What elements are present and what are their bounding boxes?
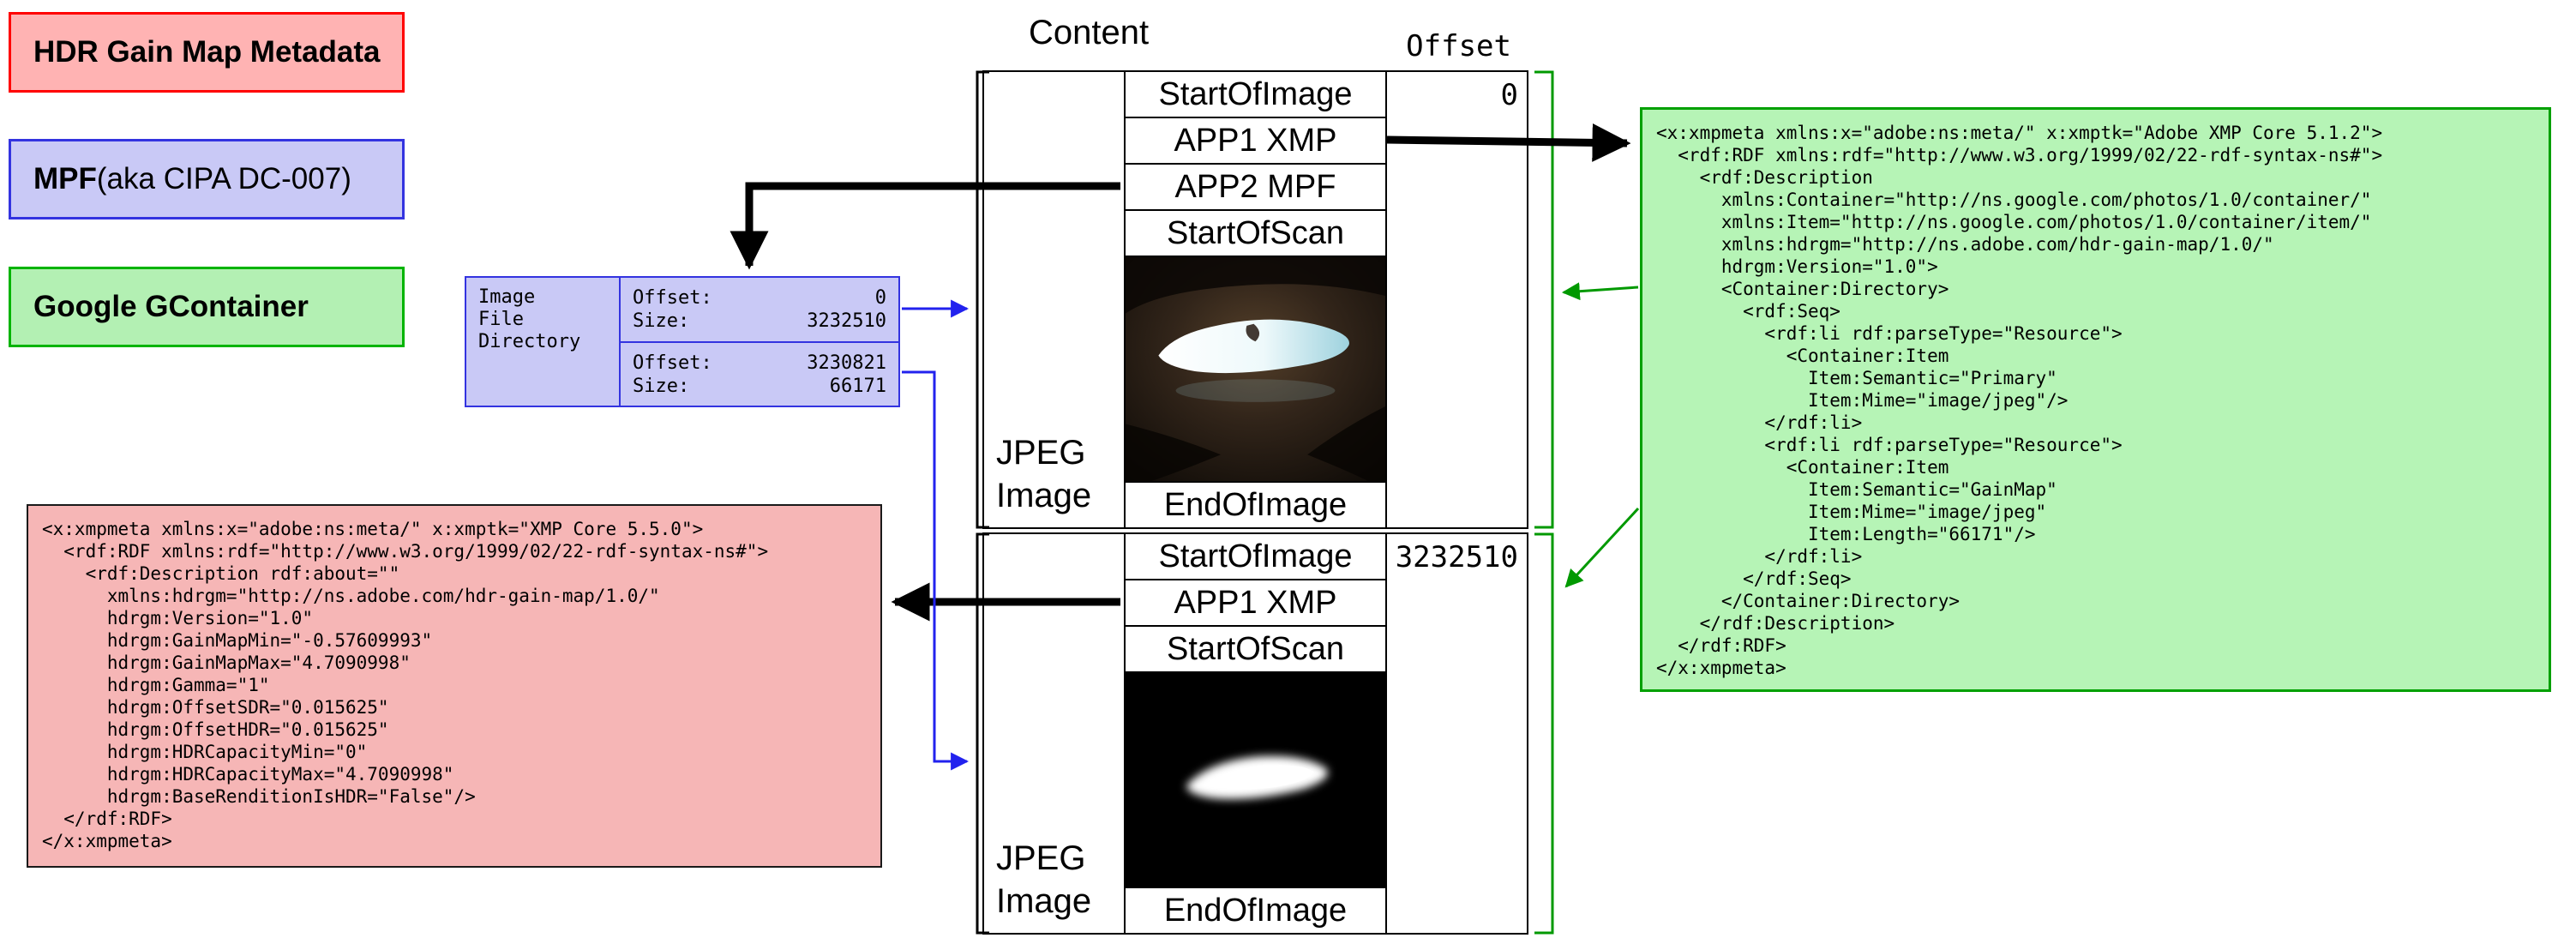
content-column-header: Content <box>1029 14 1150 51</box>
bracket-jpeg2-right <box>1534 532 1554 935</box>
ifd-offset-line: Offset: 0 <box>633 286 886 310</box>
cave-photo-image <box>1126 257 1385 481</box>
legend-label-bold: HDR Gain Map Metadata <box>33 35 381 69</box>
ifd-entries: Offset: 0 Size: 3232510 Offset: 3230821 … <box>619 278 898 406</box>
arrow-ifd-entry2-to-jpeg2 <box>902 370 970 771</box>
ifd-offset-label: Offset: <box>633 287 712 309</box>
ifd-size-value: 3232510 <box>807 310 886 332</box>
ifd-entry-primary: Offset: 0 Size: 3232510 <box>621 278 898 341</box>
jpeg1-label-column: JPEG Image <box>984 72 1124 527</box>
row-start-of-image: StartOfImage <box>1126 72 1385 118</box>
jpeg-image-label: JPEG Image <box>996 839 1092 920</box>
xmp-gcontainer-text: <x:xmpmeta xmlns:x="adobe:ns:meta/" x:xm… <box>1656 123 2383 678</box>
row-start-of-scan: StartOfScan <box>1126 211 1385 257</box>
ifd-offset-value: 3230821 <box>807 352 886 374</box>
row-app1-xmp: APP1 XMP <box>1126 580 1385 627</box>
jpeg1-offset-column: 0 <box>1387 72 1527 527</box>
ifd-label: Image File Directory <box>478 286 581 352</box>
arrow-gcontainer-gainmap-to-jpeg2 <box>1564 507 1640 588</box>
row-start-of-scan: StartOfScan <box>1126 627 1385 673</box>
bracket-jpeg1-right <box>1534 70 1554 529</box>
ifd-size-value: 66171 <box>829 375 886 397</box>
jpeg-section-gainmap: JPEG Image StartOfImage APP1 XMP StartOf… <box>982 532 1528 935</box>
ifd-size-label: Size: <box>633 310 690 332</box>
legend-label-rest: (aka CIPA DC-007) <box>96 162 351 195</box>
jpeg2-content-column: StartOfImage APP1 XMP StartOfScan EndOfI… <box>1124 534 1387 933</box>
mpf-image-file-directory: Image File Directory Offset: 0 Size: 323… <box>465 276 900 407</box>
ifd-size-line: Size: 66171 <box>633 375 886 398</box>
row-end-of-image: EndOfImage <box>1163 486 1348 523</box>
row-start-of-image: StartOfImage <box>1126 534 1385 580</box>
jpeg2-offset-column: 3232510 <box>1387 534 1527 933</box>
jpeg-section-primary: JPEG Image StartOfImage APP1 XMP APP2 MP… <box>982 70 1528 529</box>
ifd-offset-line: Offset: 3230821 <box>633 352 886 375</box>
xmp-gcontainer-box: <x:xmpmeta xmlns:x="adobe:ns:meta/" x:xm… <box>1640 107 2551 692</box>
legend-hdr-gain-map-metadata: HDR Gain Map Metadata <box>9 12 405 93</box>
ifd-size-label: Size: <box>633 375 690 397</box>
xmp-hdr-gain-map-box: <x:xmpmeta xmlns:x="adobe:ns:meta/" x:xm… <box>27 504 882 868</box>
arrow-gcontainer-primary-to-jpeg1 <box>1561 282 1639 301</box>
row-app1-xmp: APP1 XMP <box>1126 118 1385 165</box>
offset-column-header: Offset <box>1406 29 1511 63</box>
jpeg1-offset-value: 0 <box>1500 78 1518 112</box>
xmp-hdr-gain-map-text: <x:xmpmeta xmlns:x="adobe:ns:meta/" x:xm… <box>42 519 769 851</box>
ifd-offset-label: Offset: <box>633 352 712 374</box>
row-end-of-image: EndOfImage <box>1163 892 1348 929</box>
legend-mpf: MPF (aka CIPA DC-007) <box>9 139 405 219</box>
row-app2-mpf: APP2 MPF <box>1126 165 1385 211</box>
ifd-size-line: Size: 3232510 <box>633 310 886 333</box>
gainmap-image <box>1126 673 1385 887</box>
jpeg1-content-column: StartOfImage APP1 XMP APP2 MPF StartOfSc… <box>1124 72 1387 527</box>
legend-label-bold: MPF <box>33 162 97 195</box>
ifd-entry-gainmap: Offset: 3230821 Size: 66171 <box>621 340 898 406</box>
ifd-offset-value: 0 <box>874 287 886 309</box>
legend-label-bold: Google GContainer <box>33 290 309 323</box>
primary-image-cell <box>1126 257 1385 483</box>
gainmap-image-cell <box>1126 673 1385 888</box>
legend-google-gcontainer: Google GContainer <box>9 267 405 347</box>
jpeg2-label-column: JPEG Image <box>984 534 1124 933</box>
jpeg-image-label: JPEG Image <box>996 434 1092 514</box>
jpeg2-offset-value: 3232510 <box>1395 540 1518 574</box>
